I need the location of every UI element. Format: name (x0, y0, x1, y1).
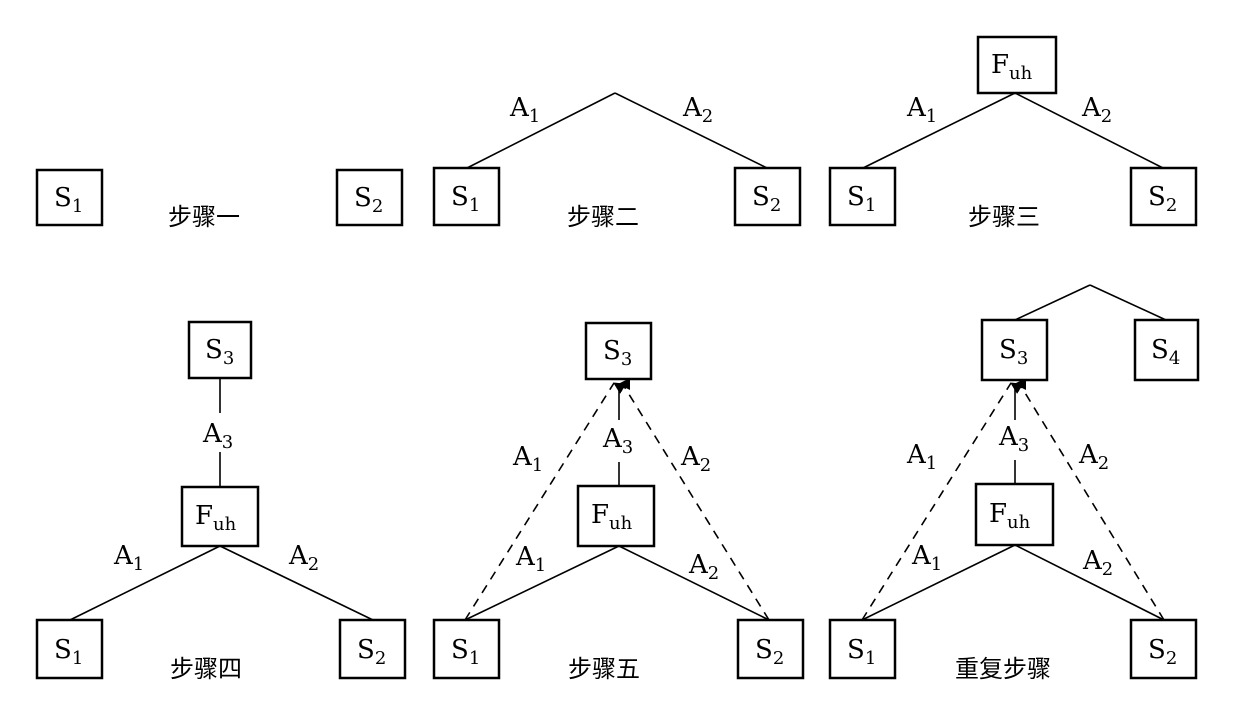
svg-text:Fuh: Fuh (591, 500, 633, 534)
edge-label-a1: A1 (509, 93, 540, 127)
node-fuh: Fuh (576, 484, 656, 548)
edge-label-a1-dashed: A1 (512, 442, 543, 476)
dashed-edge-a2 (621, 382, 770, 621)
svg-text:S1: S1 (54, 635, 83, 669)
panel-step-5: A3 A1 A2 A1 A2 S3 Fuh S1 S2 步骤五 (432, 321, 805, 683)
svg-text:S2: S2 (354, 183, 383, 217)
svg-text:S1: S1 (54, 183, 83, 217)
edge-label-a2-dashed: A2 (680, 442, 711, 476)
edge-label-a2: A2 (688, 550, 719, 584)
edge-a1 (861, 544, 1016, 621)
node-s2: S2 (736, 618, 805, 680)
edge-a2 (1014, 544, 1165, 621)
edge-top-right (1089, 284, 1167, 321)
edge-a1 (464, 545, 620, 621)
node-s1: S1 (35, 618, 104, 680)
edge-label-a1: A1 (113, 541, 144, 575)
svg-text:Fuh: Fuh (195, 501, 237, 535)
edge-top-left (1014, 284, 1091, 321)
node-s3: S3 (187, 320, 253, 380)
node-s2: S2 (335, 168, 404, 227)
edge-label-a2: A2 (682, 93, 713, 127)
step-caption: 步骤二 (567, 203, 639, 231)
node-s2: S2 (1129, 166, 1198, 227)
panel-repeat: A3 A1 A2 A1 A2 S3 S4 Fuh S1 S2 重复步骤 (828, 284, 1200, 683)
svg-text:S3: S3 (205, 335, 234, 369)
svg-text:S1: S1 (847, 635, 876, 669)
edge-label-a2: A2 (1081, 93, 1112, 127)
node-s1: S1 (35, 168, 104, 227)
edge-label-a3: A3 (602, 424, 633, 458)
step-caption: 重复步骤 (955, 655, 1051, 683)
node-s2: S2 (733, 166, 802, 227)
svg-text:S1: S1 (847, 182, 876, 216)
svg-text:S2: S2 (1148, 635, 1177, 669)
edge-label-a1: A1 (906, 93, 937, 127)
panel-step-3: A1 A2 Fuh S1 S2 步骤三 (828, 35, 1198, 231)
edge-a2 (618, 545, 770, 621)
node-s1: S1 (828, 618, 897, 680)
edge-a1 (69, 545, 221, 621)
svg-text:S2: S2 (752, 182, 781, 216)
edge-label-a1-dashed: A1 (906, 440, 937, 474)
svg-text:S2: S2 (755, 635, 784, 669)
edge-label-a3: A3 (998, 422, 1029, 456)
node-fuh: Fuh (180, 485, 260, 548)
node-s3: S3 (584, 321, 653, 381)
edge-a2 (219, 545, 374, 621)
svg-text:S3: S3 (603, 336, 632, 370)
svg-text:S1: S1 (451, 182, 480, 216)
node-s3: S3 (980, 318, 1049, 382)
edge-label-a1: A1 (911, 541, 942, 575)
dashed-edge-a2 (1018, 382, 1165, 621)
edge-label-a2: A2 (1082, 546, 1113, 580)
panel-step-2: A1 A2 S1 S2 步骤二 (432, 92, 802, 231)
svg-text:Fuh: Fuh (989, 499, 1031, 533)
step-caption: 步骤四 (170, 655, 242, 683)
node-fuh: Fuh (976, 35, 1058, 95)
edge-label-a1: A1 (515, 542, 546, 576)
node-fuh: Fuh (974, 482, 1055, 547)
step-caption: 步骤五 (568, 655, 640, 683)
node-s1: S1 (432, 166, 501, 227)
panel-step-1: S1 S2 步骤一 (35, 168, 404, 231)
node-s1: S1 (432, 618, 501, 680)
svg-text:Fuh: Fuh (991, 50, 1033, 84)
node-s4: S4 (1133, 318, 1200, 382)
edge-a2 (1014, 92, 1164, 169)
svg-text:S4: S4 (1151, 335, 1180, 369)
svg-text:S3: S3 (999, 335, 1028, 369)
edge-label-a2: A2 (288, 541, 319, 575)
panel-step-4: A3 A1 A2 S3 Fuh S1 S2 步骤四 (35, 320, 407, 683)
node-s2: S2 (1129, 618, 1198, 680)
svg-text:S2: S2 (1148, 182, 1177, 216)
edge-a1 (466, 92, 616, 169)
edge-a1 (862, 92, 1016, 169)
edge-label-a2-dashed: A2 (1078, 440, 1109, 474)
node-s2: S2 (338, 618, 407, 680)
edge-a2 (614, 92, 768, 169)
svg-text:S2: S2 (357, 635, 386, 669)
step-caption: 步骤一 (168, 203, 240, 231)
svg-text:S1: S1 (451, 635, 480, 669)
edge-label-a3: A3 (202, 419, 233, 453)
step-caption: 步骤三 (968, 203, 1040, 231)
node-s1: S1 (828, 166, 897, 227)
